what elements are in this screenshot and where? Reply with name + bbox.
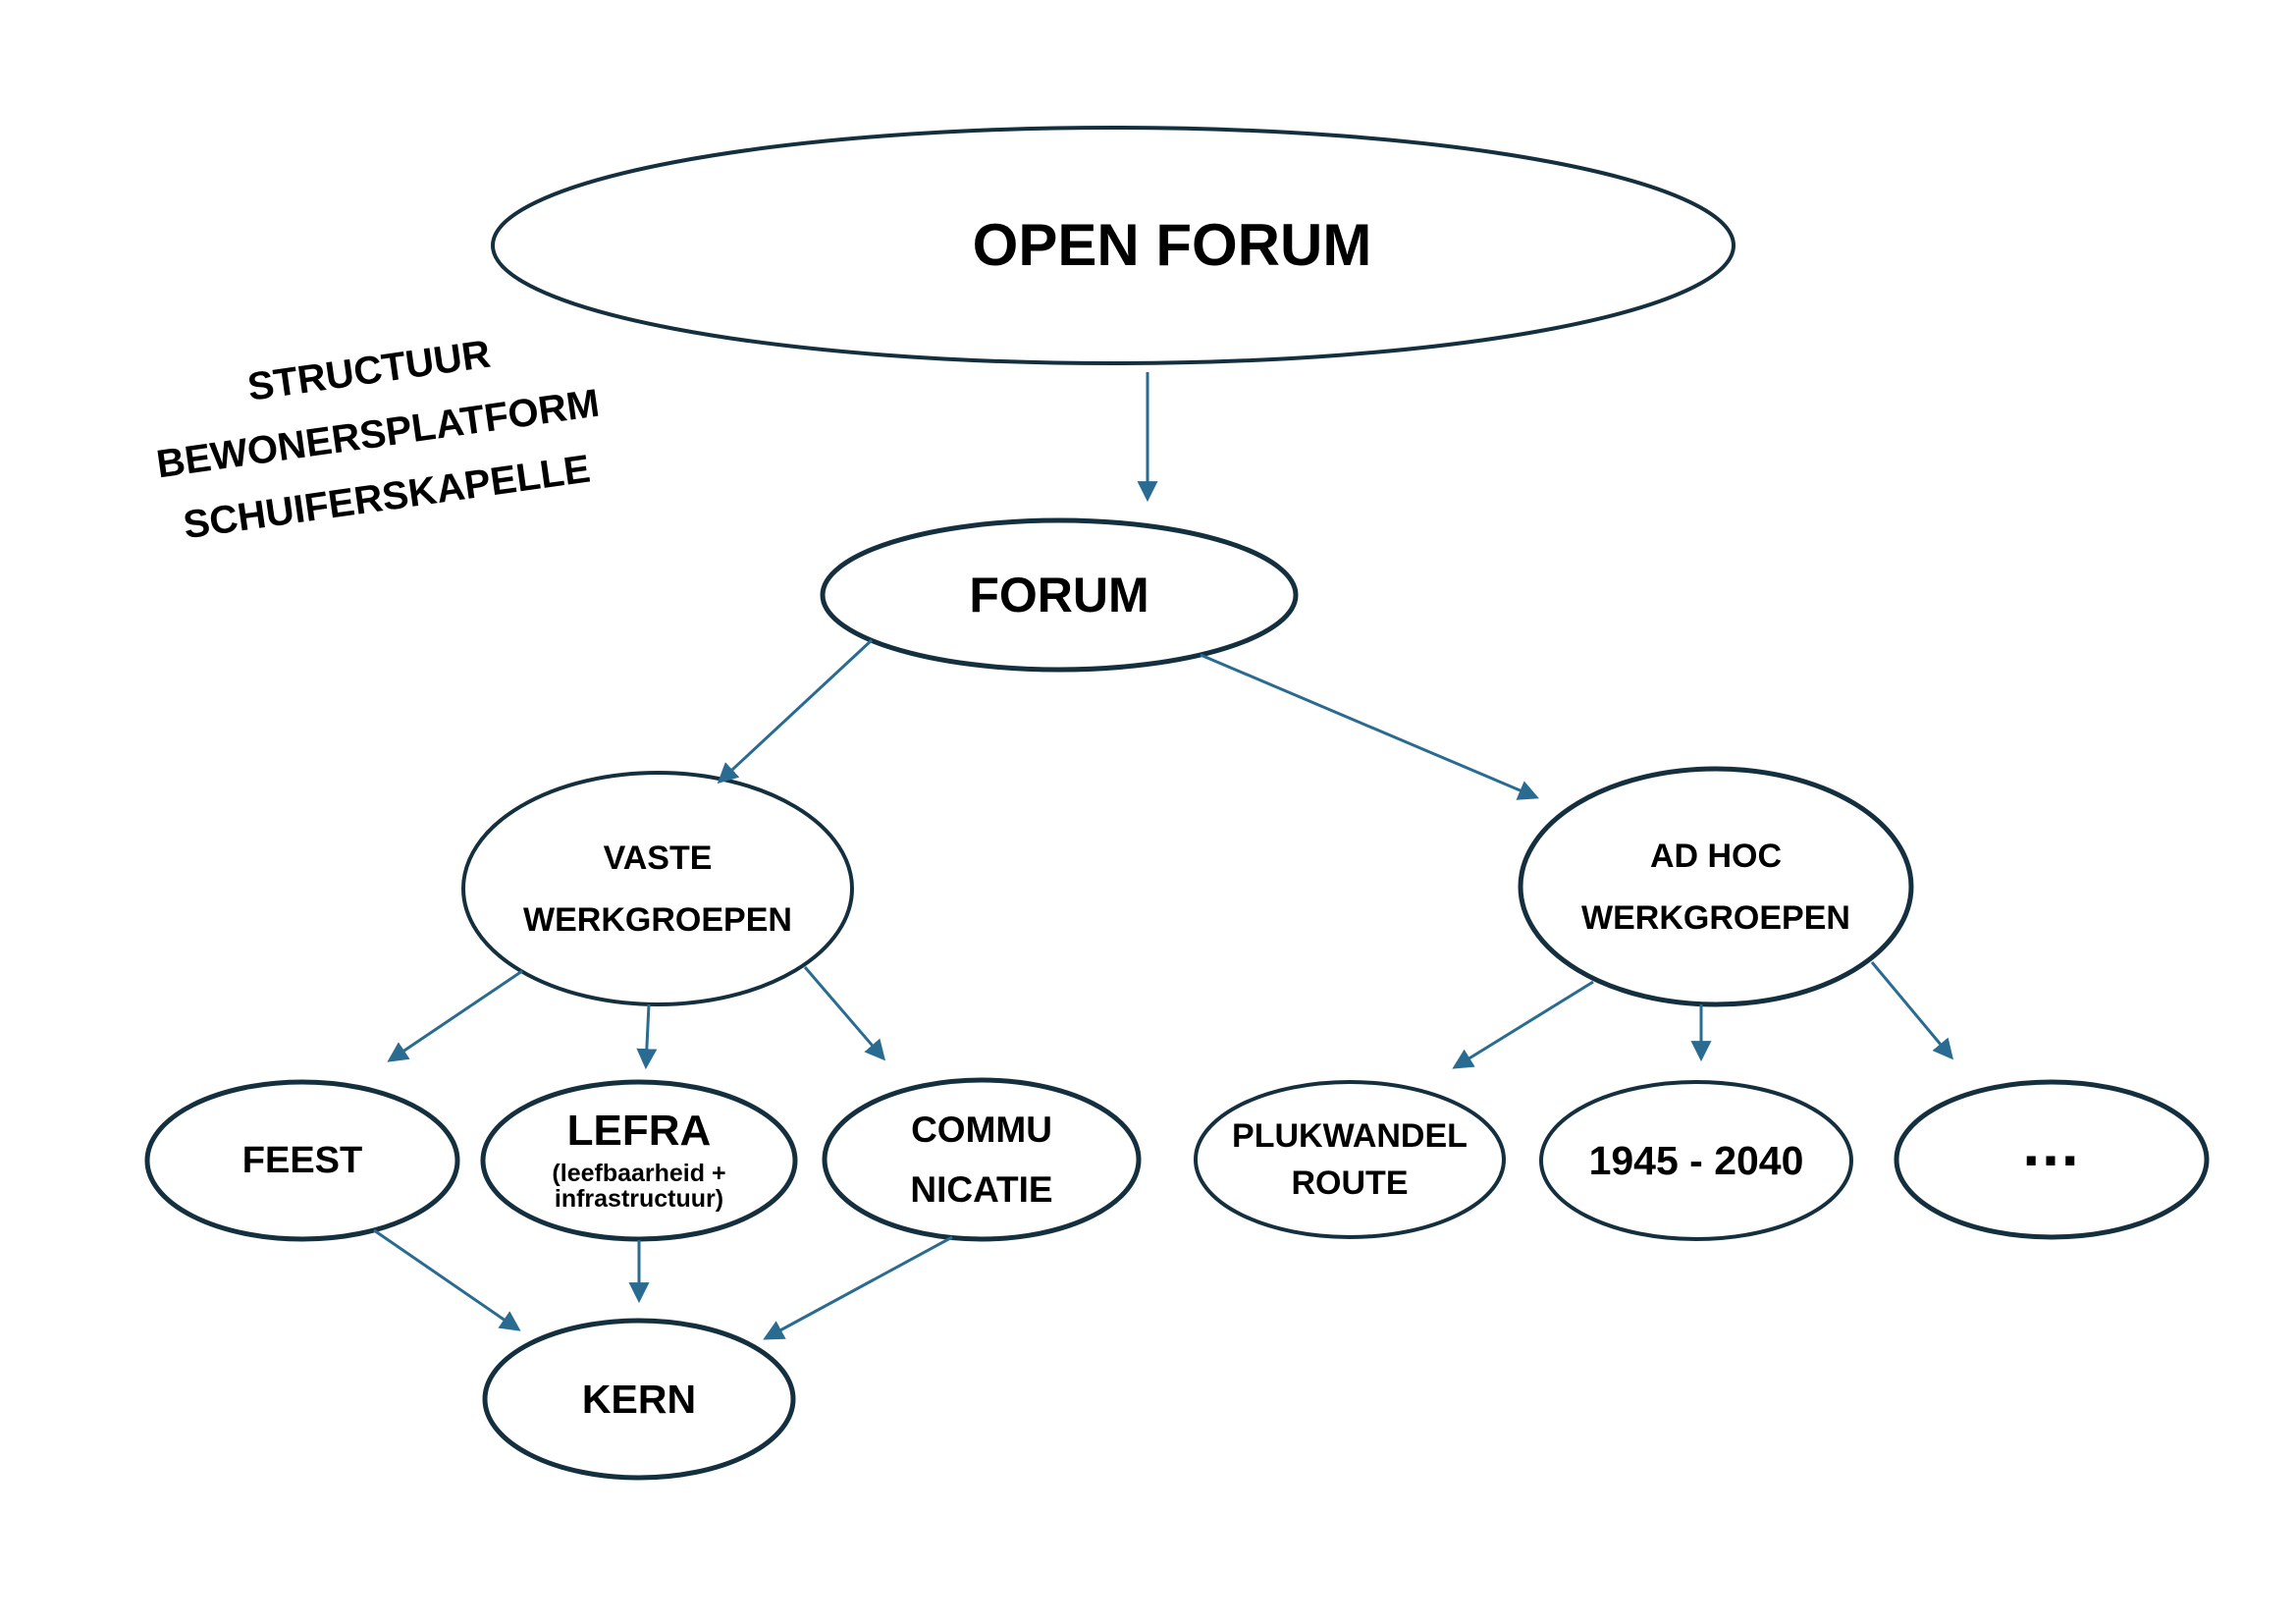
arrow-adhoc-to-plukwandelroute <box>1452 980 1594 1069</box>
forum-ellipse <box>820 517 1299 673</box>
arrow-forum-to-adhoc <box>1200 653 1539 800</box>
arrow-adhoc-to-overige <box>1870 961 1954 1060</box>
arrow-vaste-to-feest <box>387 969 523 1062</box>
kern-ellipse <box>482 1318 796 1481</box>
vaste-werkgroepen-ellipse <box>461 771 854 1006</box>
lefra-ellipse <box>480 1079 798 1242</box>
arrow-communicatie-to-kern <box>763 1235 953 1340</box>
open-forum-ellipse <box>491 126 1735 365</box>
ad-hoc-werkgroepen-ellipse <box>1518 766 1914 1007</box>
arrow-forum-to-vaste <box>717 638 874 785</box>
feest-ellipse <box>144 1079 460 1242</box>
arrow-feest-to-kern <box>373 1228 521 1331</box>
periode-1945-2040-ellipse <box>1539 1080 1853 1241</box>
communicatie-ellipse <box>822 1077 1142 1242</box>
overige-ellipse <box>1894 1079 2210 1240</box>
arrow-vaste-to-lefra <box>636 1003 658 1070</box>
plukwandelroute-ellipse <box>1194 1080 1506 1239</box>
arrow-vaste-to-communicatie <box>803 966 886 1061</box>
